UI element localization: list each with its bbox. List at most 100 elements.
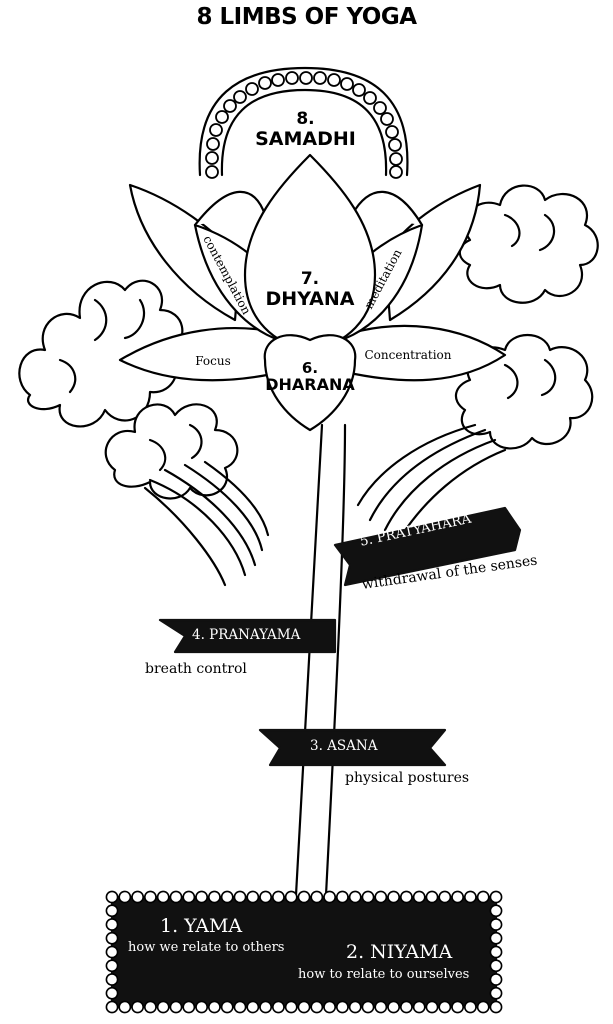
border-scallop [169,890,183,904]
border-scallop [425,1000,439,1014]
border-scallop [105,973,119,986]
pranayama-banner-shape [158,618,337,654]
border-scallop [323,890,336,904]
pratyahara-banner-shape [333,506,522,587]
border-scallop [105,986,119,1000]
border-scallop [297,1000,311,1014]
border-scallop [374,890,388,904]
border-scallop [438,1000,452,1014]
samadhi-number: 8. [296,109,315,129]
border-scallop [463,1000,477,1014]
border-scallop [259,1000,272,1014]
border-scallop [425,890,439,904]
dhyana-number: 7. [300,269,320,289]
bottom-box [105,890,503,1014]
border-scallop [489,904,503,918]
samadhi-label: 8. SAMADHI [238,110,373,150]
border-scallop [489,918,503,931]
border-scallop [143,1000,157,1014]
border-scallop [489,1000,503,1014]
border-scallop [195,1000,208,1014]
border-scallop [105,918,119,931]
border-scallop [387,890,400,904]
pranayama-title: 4. PRANAYAMA [192,627,301,643]
yama-desc: how we relate to others [128,940,285,955]
border-scallop [105,959,119,973]
border-scallop [156,890,170,904]
dharana-name: DHARANA [265,375,355,394]
niyama-title: 2. NIYAMA [346,941,453,963]
border-scallop [169,1000,183,1014]
border-scallop [284,1000,298,1014]
border-scallop [323,1000,336,1014]
border-scallop [412,1000,426,1014]
border-scallop [143,890,157,904]
border-scallop [105,945,119,959]
border-scallop [220,1000,234,1014]
border-scallop [131,890,144,904]
border-scallop [335,1000,349,1014]
border-scallop [246,1000,260,1014]
border-scallop [182,890,196,904]
border-scallop [284,890,298,904]
border-scallop [489,931,503,945]
samadhi-name: SAMADHI [255,128,356,150]
border-scallop [105,931,119,945]
border-scallop [399,890,413,904]
asana-title: 3. ASANA [310,738,378,754]
border-scallop [131,1000,144,1014]
lotus-stem [294,423,347,897]
asana-desc: physical postures [345,770,470,786]
niyama-desc: how to relate to ourselves [298,967,470,982]
border-scallop [387,1000,400,1014]
dharana-label: 6. DHARANA [250,360,370,394]
border-scallop [361,890,375,904]
border-scallop [476,890,490,904]
border-scallop [105,1000,119,1014]
samadhi-halo [198,66,409,179]
yama-title: 1. YAMA [160,915,243,937]
border-scallop [438,890,452,904]
pranayama-desc: breath control [145,661,247,677]
dharana-number: 6. [301,359,319,377]
border-scallop [489,890,503,904]
left-cloud [18,279,270,587]
border-scallop [489,986,503,1000]
dhyana-petal [243,153,377,352]
border-scallop [271,890,285,904]
border-scallop [259,890,272,904]
border-scallop [489,959,503,973]
border-scallop [399,1000,413,1014]
border-scallop [246,890,260,904]
border-scallop [207,1000,221,1014]
border-scallop [182,1000,196,1014]
border-scallop [463,890,477,904]
border-scallop [220,890,234,904]
dharana-bud [263,334,357,432]
border-scallop [489,973,503,986]
border-scallop [207,890,221,904]
border-scallop [297,890,311,904]
border-scallop [374,1000,388,1014]
border-scallop [361,1000,375,1014]
border-scallop [489,945,503,959]
lotus-outer-petals [118,183,507,382]
page-title: 8 LIMBS OF YOGA [196,4,417,30]
border-scallop [348,890,362,904]
border-scallop [156,1000,170,1014]
dhyana-label: 7. DHYANA [250,270,370,310]
border-scallop [105,904,119,918]
border-scallop [335,890,349,904]
border-scallop [233,1000,247,1014]
border-scallop [451,890,464,904]
border-scallop [348,1000,362,1014]
border-scallop [310,890,324,904]
border-scallop [233,890,247,904]
border-scallop [310,1000,324,1014]
border-scallop [118,1000,132,1014]
border-scallop [476,1000,490,1014]
asana-banner-shape [258,728,447,767]
border-scallop [412,890,426,904]
border-scallop [195,890,208,904]
